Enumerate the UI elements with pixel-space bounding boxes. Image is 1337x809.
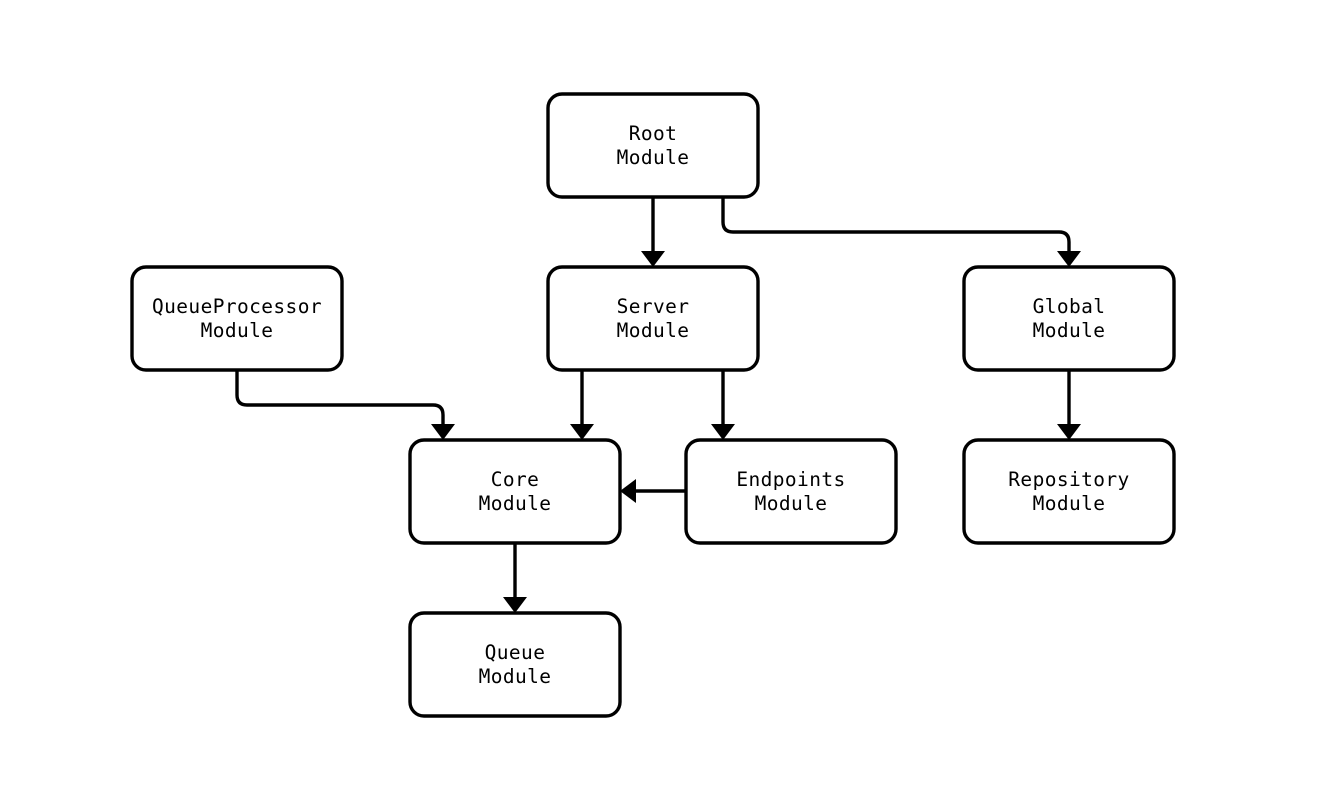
queue-module-label-line1: Queue xyxy=(485,640,546,663)
global-module-label-line2: Module xyxy=(1033,319,1106,342)
queue-module-label-line2: Module xyxy=(479,665,552,688)
core-module-label-line1: Core xyxy=(491,467,540,490)
repository-module-label-line2: Module xyxy=(1033,492,1106,515)
endpoints-module-box[interactable] xyxy=(684,438,898,545)
edge-endpoints-to-core xyxy=(620,479,686,503)
queue-module-box[interactable] xyxy=(408,611,622,718)
edge-endpoints-to-core-arrowhead-icon xyxy=(620,479,636,503)
global-module-label-line1: Global xyxy=(1033,294,1106,317)
edge-server-to-core-arrowhead-icon xyxy=(570,424,594,440)
queueprocessor-module-box[interactable] xyxy=(130,265,344,372)
edge-root-to-global-arrowhead-icon xyxy=(1057,251,1081,267)
edge-server-to-core xyxy=(570,370,594,440)
endpoints-module-label-line1: Endpoints xyxy=(736,467,845,490)
queueprocessor-module-label-line2: Module xyxy=(201,319,274,342)
repository-module-label-line1: Repository xyxy=(1008,467,1129,490)
core-module-label-line2: Module xyxy=(479,492,552,515)
server-module-label-line1: Server xyxy=(617,294,690,317)
edge-queueprocessor-to-core xyxy=(235,370,455,440)
edge-core-to-queue-arrowhead-icon xyxy=(503,597,527,613)
server-module-box[interactable] xyxy=(546,265,760,372)
edge-root-to-server xyxy=(641,197,665,267)
edge-root-to-server-arrowhead-icon xyxy=(641,251,665,267)
edge-global-to-repository-arrowhead-icon xyxy=(1057,424,1081,440)
root-module-box[interactable] xyxy=(546,92,760,199)
edge-core-to-queue xyxy=(503,543,527,613)
edge-queueprocessor-to-core-arrowhead-icon xyxy=(431,424,455,440)
server-module-label-line2: Module xyxy=(617,319,690,342)
edge-root-to-global-line xyxy=(721,197,1071,255)
edge-server-to-endpoints xyxy=(711,370,735,440)
edges-layer xyxy=(235,197,1081,613)
global-module-box[interactable] xyxy=(962,265,1176,372)
edge-root-to-global xyxy=(721,197,1081,267)
core-module-box[interactable] xyxy=(408,438,622,545)
edge-global-to-repository xyxy=(1057,370,1081,440)
queueprocessor-module-label-line1: QueueProcessor xyxy=(152,294,322,317)
edge-queueprocessor-to-core-line xyxy=(235,370,445,428)
repository-module-box[interactable] xyxy=(962,438,1176,545)
edge-server-to-endpoints-arrowhead-icon xyxy=(711,424,735,440)
root-module-label-line2: Module xyxy=(617,146,690,169)
endpoints-module-label-line2: Module xyxy=(755,492,828,515)
root-module-label-line1: Root xyxy=(629,121,678,144)
